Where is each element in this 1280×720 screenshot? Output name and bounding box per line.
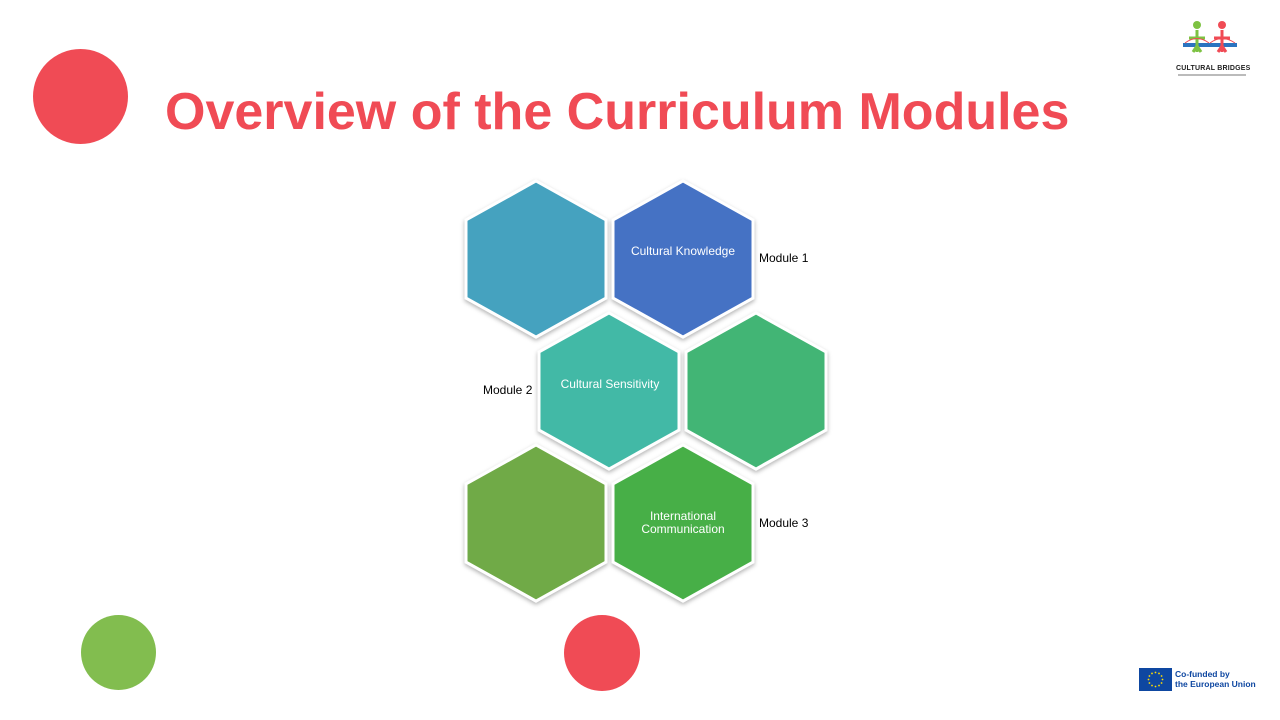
page-title: Overview of the Curriculum Modules <box>165 83 1070 141</box>
module-2-label: Module 2 <box>483 383 533 397</box>
hexagon-5 <box>464 443 608 603</box>
hex-label-international-communication: International Communication <box>641 509 725 536</box>
hexagon-1 <box>464 179 608 339</box>
logo-text: CULTURAL BRIDGES <box>1176 65 1251 72</box>
hexagon-3 <box>537 311 681 471</box>
logo-tagline <box>1178 74 1246 76</box>
eu-line-2: the European Union <box>1175 679 1256 689</box>
cultural-bridges-logo <box>1183 21 1237 53</box>
module-1-label: Module 1 <box>759 251 809 265</box>
module-3-label: Module 3 <box>759 516 809 530</box>
hexagon-4 <box>684 311 828 471</box>
eu-flag-icon <box>1139 668 1172 691</box>
hexagon-6 <box>611 443 755 603</box>
decor-circle-red-bottom <box>564 615 640 691</box>
hexagon-2 <box>611 179 755 339</box>
decor-circle-green <box>81 615 156 690</box>
decor-circle-red-top <box>33 49 128 144</box>
eu-cofunded-text: Co-funded by the European Union <box>1175 669 1256 689</box>
eu-line-1: Co-funded by <box>1175 669 1230 679</box>
hex-label-cultural-knowledge: Cultural Knowledge <box>630 244 736 258</box>
hex-label-cultural-sensitivity: Cultural Sensitivity <box>560 377 660 391</box>
